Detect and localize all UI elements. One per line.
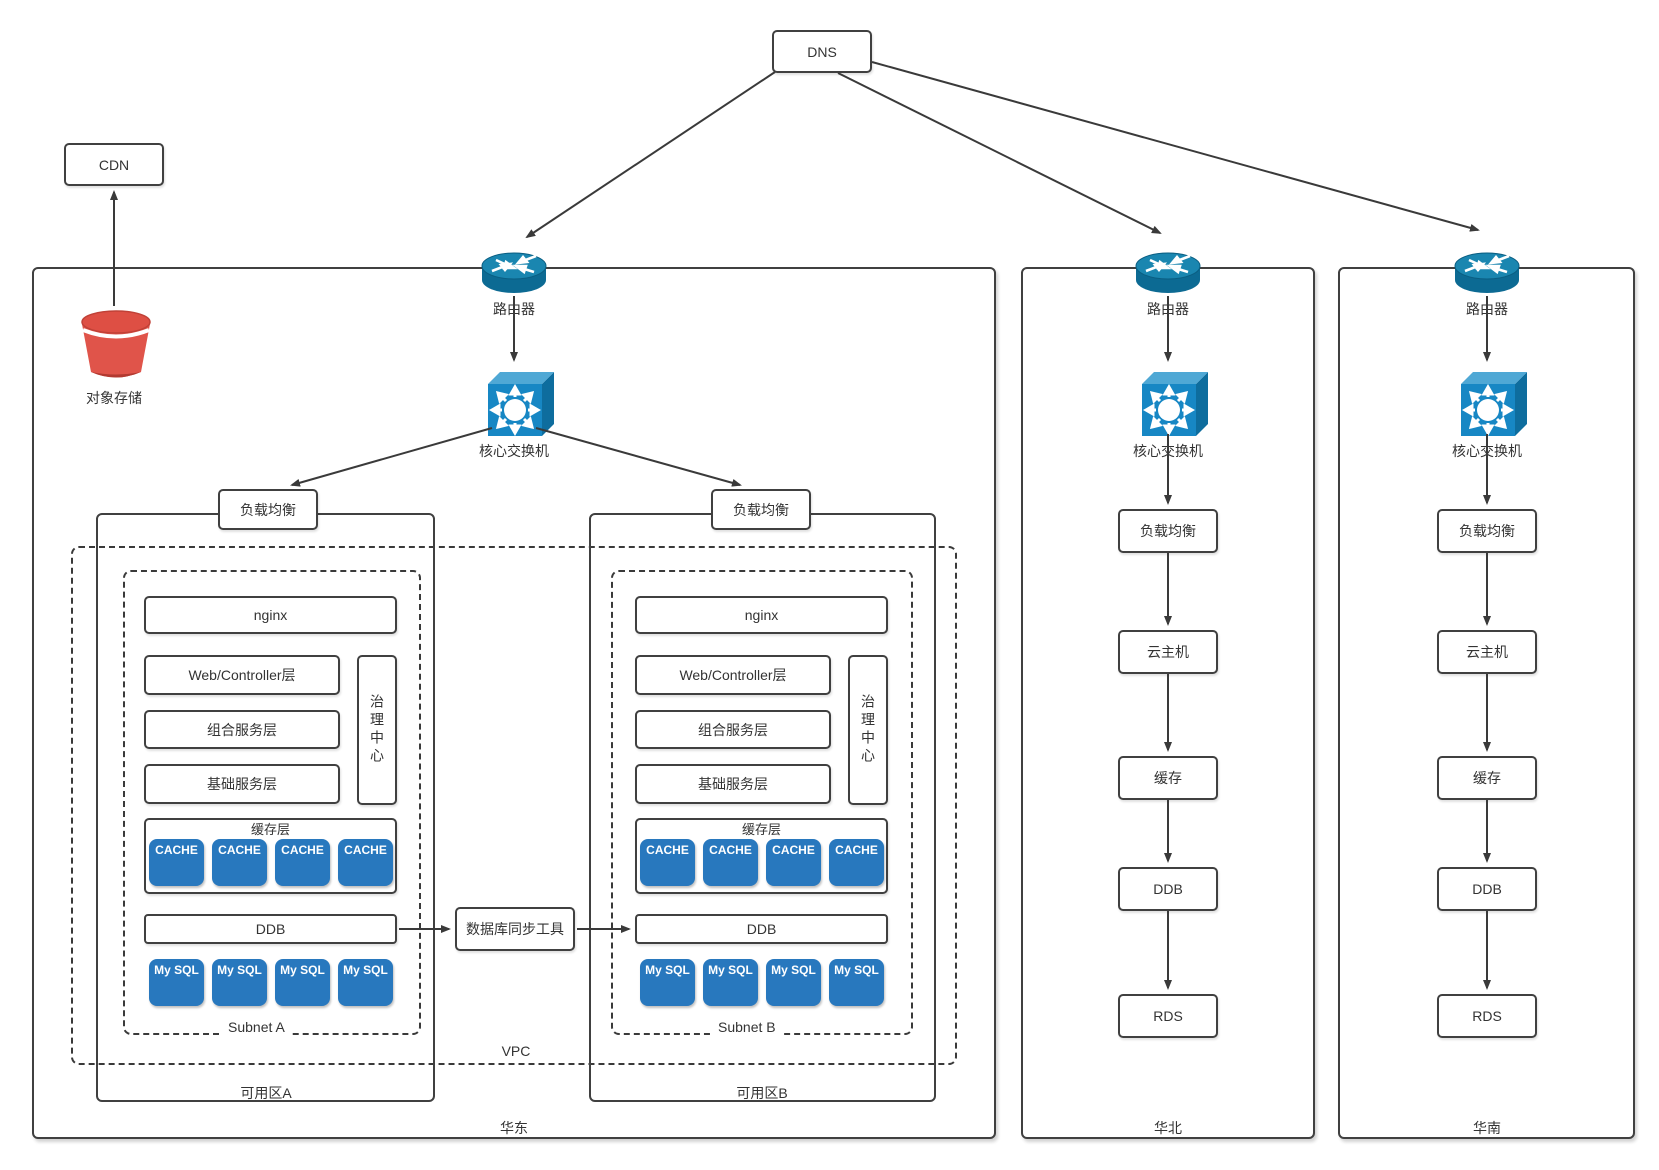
cloud-host-node: 云主机 — [1437, 630, 1537, 674]
composite-service-label: 组合服务层 — [207, 721, 277, 738]
core-switch-label: 核心交换机 — [1133, 443, 1203, 459]
subnet-a-label: Subnet A — [222, 1019, 291, 1035]
object-storage-label: 对象存储 — [86, 390, 142, 406]
composite-service-node: 组合服务层 — [144, 710, 340, 749]
cache-layer-label: 缓存层 — [741, 822, 781, 837]
az-b-label: 可用区B — [736, 1085, 788, 1101]
cache-node: CACHE — [338, 839, 393, 886]
db-sync-tool-label: 数据库同步工具 — [466, 921, 564, 937]
az-a-label: 可用区A — [240, 1085, 292, 1101]
mysql-node: My SQL — [829, 959, 884, 1006]
nginx-label: nginx — [744, 607, 779, 623]
governance-center-label: 治理中心 — [860, 694, 876, 766]
cache-node: CACHE — [703, 839, 758, 886]
cache-node: CACHE — [829, 839, 884, 886]
load-balancer-node: 负载均衡 — [1118, 509, 1218, 553]
cdn-label: CDN — [98, 156, 130, 173]
region-south-label: 华南 — [1473, 1120, 1501, 1136]
cache-node: CACHE — [640, 839, 695, 886]
region-east-label: 华东 — [500, 1120, 528, 1136]
base-service-label: 基础服务层 — [698, 776, 768, 792]
composite-service-node: 组合服务层 — [635, 710, 831, 749]
governance-center-node: 治理中心 — [357, 655, 397, 805]
router-label: 路由器 — [1466, 301, 1508, 317]
ddb-node: DDB — [635, 914, 888, 944]
mysql-node: My SQL — [766, 959, 821, 1006]
load-balancer-node: 负载均衡 — [711, 489, 811, 530]
base-service-node: 基础服务层 — [635, 764, 831, 804]
cache-node: CACHE — [275, 839, 330, 886]
cloud-host-node: 云主机 — [1118, 630, 1218, 674]
cache-node: CACHE — [212, 839, 267, 886]
rds-node: RDS — [1118, 994, 1218, 1038]
mysql-node: My SQL — [275, 959, 330, 1006]
governance-center-node: 治理中心 — [848, 655, 888, 805]
router-icon — [1135, 252, 1201, 293]
core-switch-label: 核心交换机 — [1452, 443, 1522, 459]
subnet-b-label: Subnet B — [712, 1019, 782, 1035]
ddb-label: DDB — [255, 921, 286, 937]
base-service-node: 基础服务层 — [144, 764, 340, 804]
web-controller-node: Web/Controller层 — [144, 655, 340, 695]
dns-label: DNS — [807, 43, 837, 60]
load-balancer-label: 负载均衡 — [733, 501, 789, 518]
cdn-node: CDN — [64, 143, 164, 186]
cache-service-node: 缓存 — [1437, 756, 1537, 800]
cache-node: CACHE — [766, 839, 821, 886]
vpc-boundary — [71, 546, 957, 1065]
cache-service-node: 缓存 — [1118, 756, 1218, 800]
load-balancer-label: 负载均衡 — [240, 501, 296, 518]
db-sync-tool-node: 数据库同步工具 — [455, 907, 575, 951]
web-controller-label: Web/Controller层 — [679, 667, 787, 683]
nginx-node: nginx — [635, 596, 888, 634]
ddb-node: DDB — [1118, 867, 1218, 911]
mysql-node: My SQL — [703, 959, 758, 1006]
base-service-label: 基础服务层 — [207, 776, 277, 792]
mysql-node: My SQL — [212, 959, 267, 1006]
router-icon — [1454, 252, 1520, 293]
ddb-node: DDB — [144, 914, 397, 944]
mysql-node: My SQL — [640, 959, 695, 1006]
load-balancer-node: 负载均衡 — [1437, 509, 1537, 553]
core-switch-icon — [1461, 372, 1527, 437]
core-switch-label: 核心交换机 — [479, 443, 549, 459]
ddb-node: DDB — [1437, 867, 1537, 911]
nginx-label: nginx — [253, 607, 288, 623]
core-switch-icon — [1142, 372, 1208, 437]
composite-service-label: 组合服务层 — [698, 721, 768, 738]
router-label: 路由器 — [493, 301, 535, 317]
router-icon — [481, 252, 547, 293]
vpc-label: VPC — [501, 1043, 531, 1059]
core-switch-icon — [488, 372, 554, 437]
ddb-label: DDB — [746, 921, 777, 937]
nginx-node: nginx — [144, 596, 397, 634]
mysql-node: My SQL — [149, 959, 204, 1006]
rds-node: RDS — [1437, 994, 1537, 1038]
mysql-node: My SQL — [338, 959, 393, 1006]
cache-node: CACHE — [149, 839, 204, 886]
load-balancer-node: 负载均衡 — [218, 489, 318, 530]
dns-node: DNS — [772, 30, 872, 73]
region-north-label: 华北 — [1154, 1120, 1182, 1136]
router-label: 路由器 — [1147, 301, 1189, 317]
governance-center-label: 治理中心 — [369, 694, 385, 766]
object-storage-icon — [81, 310, 151, 378]
cache-layer-label: 缓存层 — [250, 822, 290, 837]
web-controller-node: Web/Controller层 — [635, 655, 831, 695]
web-controller-label: Web/Controller层 — [188, 667, 296, 683]
